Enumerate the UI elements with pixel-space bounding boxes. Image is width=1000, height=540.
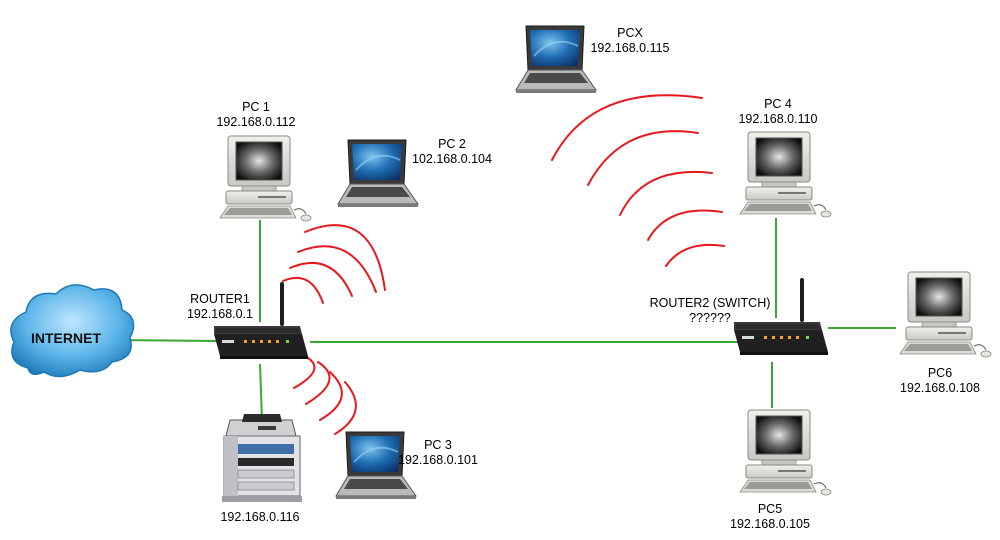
- pc1-ip: 192.168.0.112: [216, 115, 296, 129]
- pcx-name: PCX: [617, 26, 643, 40]
- pc2-label: PC 2 102.168.0.104: [402, 137, 502, 167]
- pc3-name: PC 3: [424, 438, 452, 452]
- wireless-arc-pc2-4: [304, 224, 386, 291]
- pc5-desktop-icon: [739, 409, 832, 496]
- pc6-desktop-icon: [899, 271, 992, 358]
- router1-ip: 192.168.0.1: [186, 307, 254, 321]
- pc4-ip: 192.168.0.110: [738, 112, 818, 126]
- printer-label: 192.168.0.116: [210, 510, 310, 525]
- pc5-label: PC5 192.168.0.105: [720, 502, 820, 532]
- pc3-ip: 192.168.0.101: [398, 453, 478, 467]
- cloud-icon: [10, 284, 135, 378]
- internet-cloud: [10, 284, 135, 378]
- pc4-desktop-icon: [739, 131, 832, 218]
- pc4-name: PC 4: [764, 97, 792, 111]
- wireless-arcs: [282, 94, 725, 435]
- pc1-desktop-icon: [219, 135, 312, 222]
- router2-name: ROUTER2 (SWITCH): [649, 296, 771, 310]
- wired-links: [117, 218, 896, 421]
- pc6-ip: 192.168.0.108: [900, 381, 980, 395]
- pc4-label: PC 4 192.168.0.110: [728, 97, 828, 127]
- wireless-arc-pc2-1: [282, 276, 324, 304]
- printer-icon: [222, 414, 302, 502]
- wireless-arc-pcx-4: [647, 209, 723, 241]
- router1-label: ROUTER1 192.168.0.1: [170, 292, 270, 322]
- wireless-arc-pcx-5: [665, 243, 725, 267]
- wireless-arc-pc3-1: [293, 357, 316, 389]
- link-internet-router1: [117, 339, 219, 342]
- pc2-name: PC 2: [438, 137, 466, 151]
- wireless-arc-pc3-3: [319, 371, 343, 421]
- printer-ip: 192.168.0.116: [220, 510, 300, 524]
- wireless-arc-pc3-4: [334, 381, 357, 435]
- pc2-ip: 102.168.0.104: [412, 152, 492, 166]
- router2-ip: ??????: [689, 311, 731, 325]
- pc5-name: PC5: [757, 502, 783, 516]
- pc1-name: PC 1: [242, 100, 270, 114]
- pc6-label: PC6 192.168.0.108: [890, 366, 990, 396]
- pc1-label: PC 1 192.168.0.112: [206, 100, 306, 130]
- pc3-label: PC 3 192.168.0.101: [388, 438, 488, 468]
- router1-name: ROUTER1: [190, 292, 250, 306]
- link-router1-printer: [259, 363, 263, 421]
- router2-label: ROUTER2 (SWITCH) ??????: [640, 296, 780, 326]
- internet-label: INTERNET: [31, 330, 101, 346]
- pcx-ip: 192.168.0.115: [590, 41, 670, 55]
- wireless-arc-pc3-2: [305, 361, 331, 405]
- wireless-arc-pcx-2: [587, 130, 699, 186]
- pc5-ip: 192.168.0.105: [730, 517, 810, 531]
- wireless-arc-pcx-1: [551, 94, 703, 161]
- pcx-label: PCX 192.168.0.115: [580, 26, 680, 56]
- wireless-arc-pcx-3: [619, 171, 713, 216]
- pc6-name: PC6: [927, 366, 953, 380]
- wireless-arc-pc2-3: [297, 245, 377, 293]
- wireless-arc-pc2-2: [289, 261, 353, 297]
